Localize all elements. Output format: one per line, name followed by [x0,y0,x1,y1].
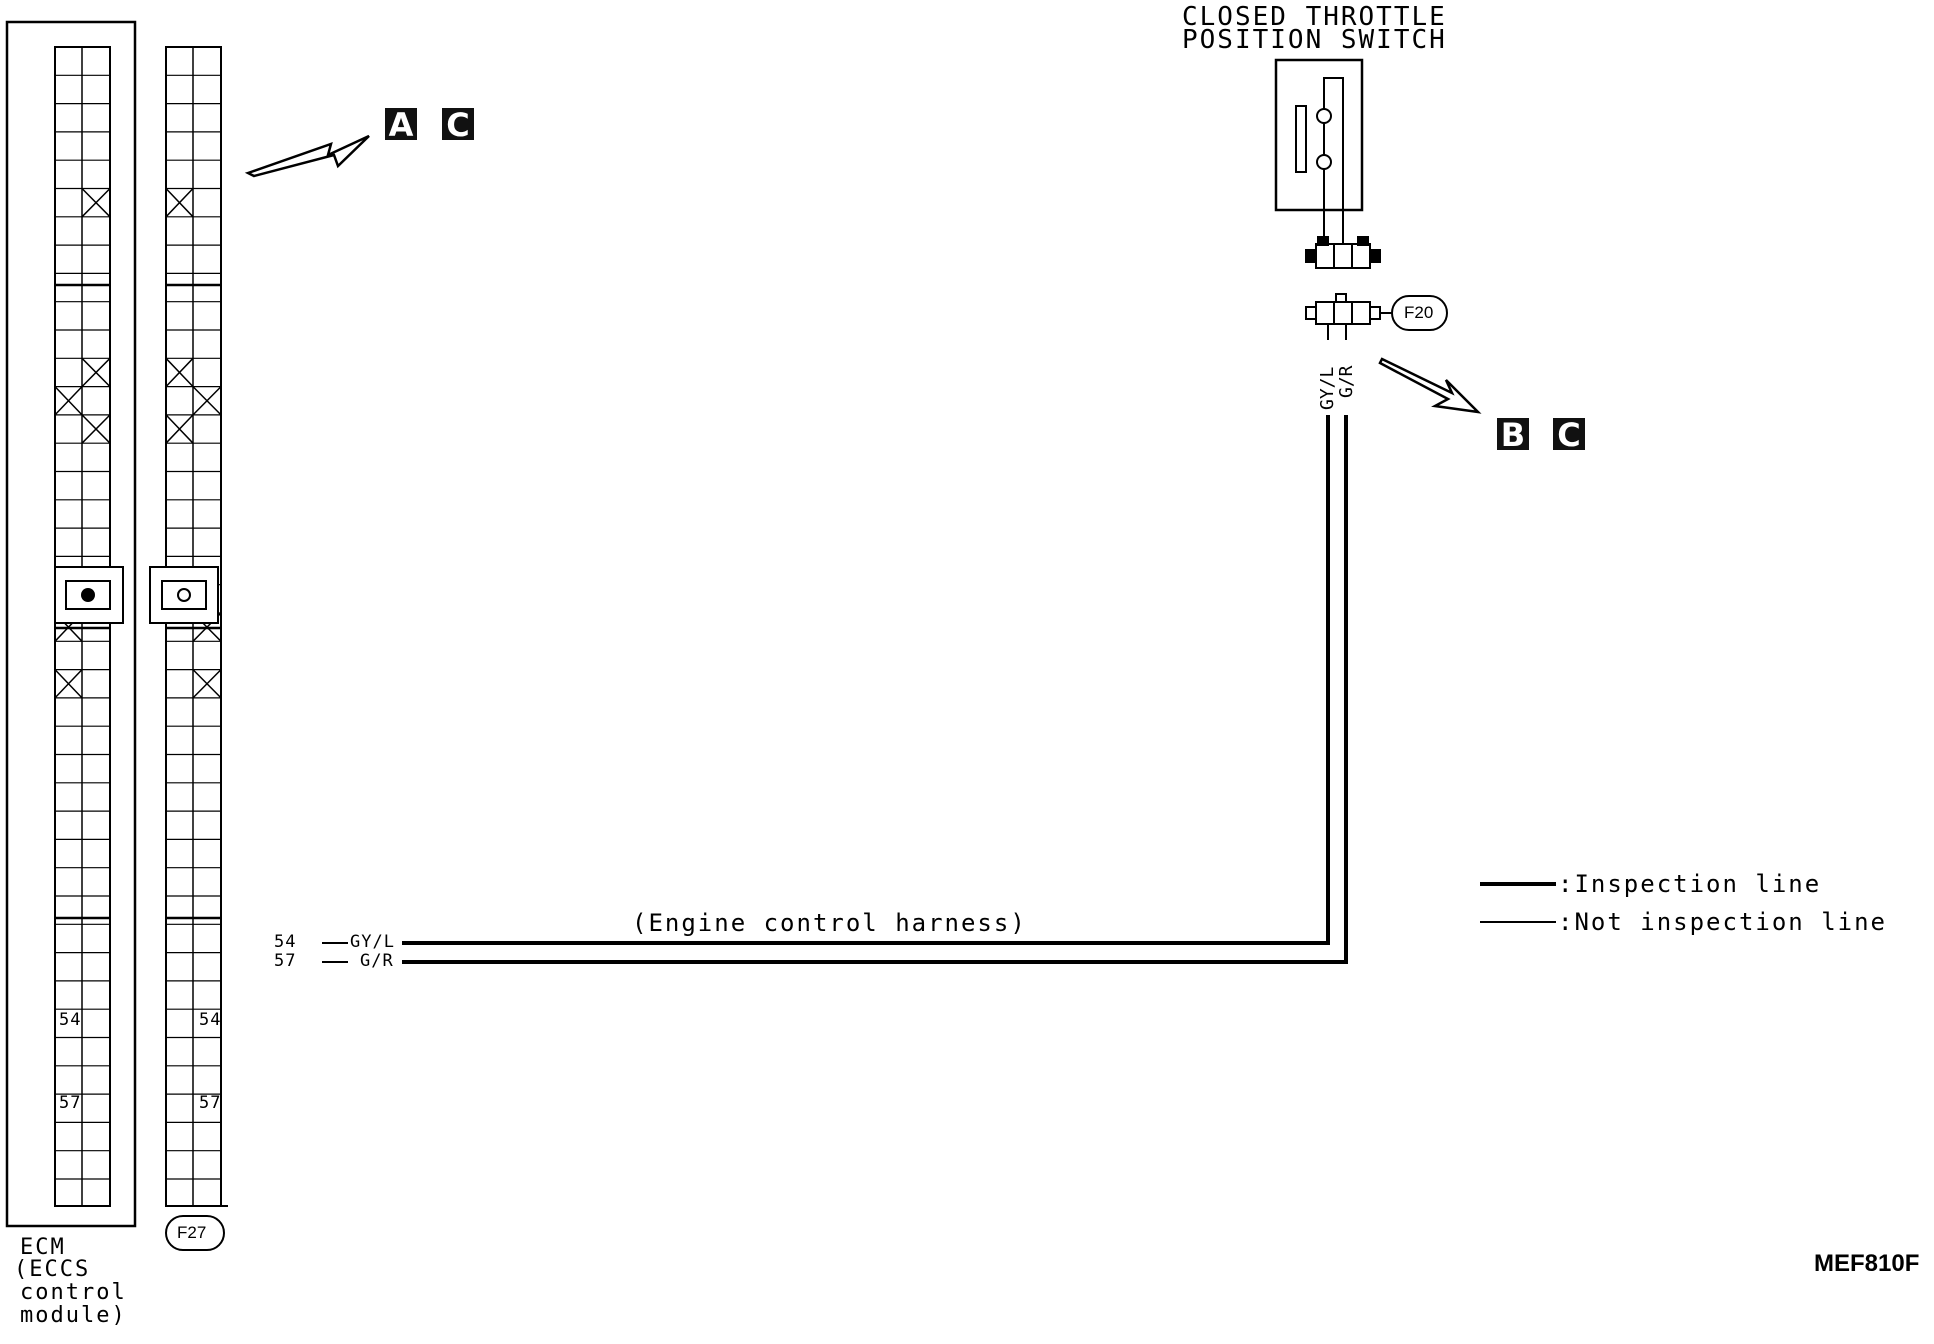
ecm-pin-57: 57 [59,1093,82,1113]
blank-terminal-icon [54,669,83,699]
wire-color-gy-l: GY/L [1317,366,1338,410]
ecm-label-3: control [20,1280,127,1305]
harness-label: (Engine control harness) [632,909,1027,937]
arrow-to-bc-icon [1378,357,1482,414]
blank-terminal-icon [81,187,111,218]
blank-terminal-icon [165,357,194,388]
f20-connector-icon [1305,293,1392,325]
blank-terminal-icon [192,386,222,416]
f27-tag [165,1215,225,1251]
f27-pin-57: 57 [199,1093,222,1113]
ecm-housing [5,20,137,1228]
component-title-line2: POSITION SWITCH [1182,25,1447,55]
f27-terminal-grid [165,46,228,1207]
arrow-to-ac-icon [244,134,370,178]
wire-gy-l [402,415,1330,945]
ecm-label-2: (ECCS [14,1257,91,1282]
ecm-label-4: module) [20,1303,127,1328]
blank-terminal-icon [192,669,222,699]
legend-inspection-text: :Inspection line [1558,870,1822,898]
legend-not-inspection-text: :Not inspection line [1558,908,1887,936]
marker-c-right: C [1553,418,1585,452]
switch-contact-icon [1316,154,1332,170]
pin-54-label: 54 [274,932,297,952]
blank-terminal-icon [54,386,83,416]
f20-label: F20 [1404,303,1434,322]
pin-57-color: G/R [360,951,394,971]
ecm-terminal-grid [54,46,111,1207]
switch-body [1274,58,1364,212]
ecm-lock-pin-icon [81,588,95,602]
wire-color-g-r: G/R [1336,365,1357,398]
marker-c-top: C [442,108,474,142]
ecm-label-1: ECM [20,1235,66,1260]
f27-lock-pin-icon [177,588,191,602]
wire-g-r [402,415,1348,964]
blank-terminal-icon [165,187,194,218]
figure-code: MEF810F [1814,1250,1920,1277]
component-title-line1: CLOSED THROTTLE [1182,2,1447,32]
switch-contact-icon [1316,108,1332,124]
blank-terminal-icon [81,357,111,388]
pin-54-color: GY/L [350,932,395,952]
pin-57-label: 57 [274,951,297,971]
f20-tag [1391,295,1448,331]
blank-terminal-icon [165,414,194,444]
marker-b: B [1497,418,1529,452]
f27-label: F27 [177,1223,207,1242]
switch-connector-icon [1305,236,1381,269]
blank-terminal-icon [81,414,111,444]
marker-a: A [385,108,417,142]
f27-pin-54: 54 [199,1010,222,1030]
ecm-pin-54: 54 [59,1010,82,1030]
